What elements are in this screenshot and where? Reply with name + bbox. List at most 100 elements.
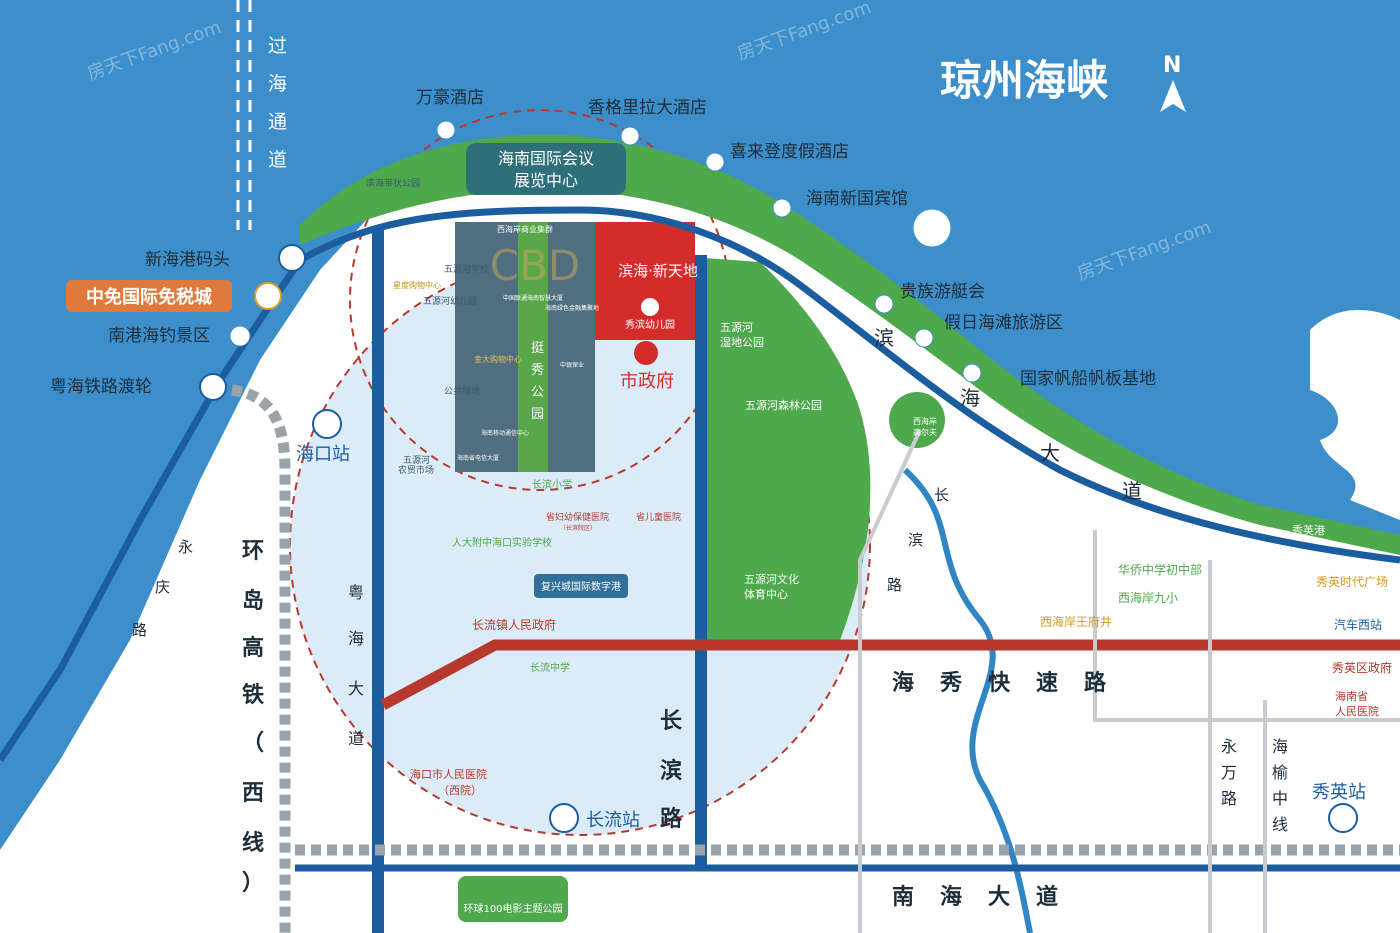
minor-roads [858,429,1400,933]
park-golf-2: 高尔夫 [913,427,937,437]
poi-market-2: 农贸市场 [398,464,434,476]
road-label-haixiu: 海 秀 快 速 路 [892,670,1107,696]
strait-road-label: 过 海 通 道 [268,35,287,171]
svg-text:永: 永 [1221,737,1237,756]
school-renda: 人大附中海口实验学校 [452,536,552,549]
river [902,467,1033,933]
svg-text:海: 海 [940,884,962,910]
duty-free-label: 中免国际免税城 [86,286,212,308]
svg-text:永: 永 [178,538,193,556]
svg-text:海: 海 [892,670,914,696]
park-forest: 五源河森林公园 [745,398,822,412]
hotel-icon [772,198,792,218]
svg-text:路: 路 [1084,670,1107,696]
poi-guest-house: 海南新国宾馆 [806,189,908,209]
city-hall-label: 市政府 [620,371,674,392]
star-icon [634,341,658,365]
svg-text:秀: 秀 [531,363,544,378]
hospital-child: 省儿童医院 [636,511,681,523]
pier-area [1310,310,1400,520]
poi-yacht-club: 贵族游艇会 [900,282,985,302]
sea-title: 琼州海峡 [940,56,1108,105]
tingxiu-park-label: 挺 秀 公 园 [531,341,544,422]
port-new-label: 新海港码头 [145,250,230,270]
cbd-intl-label: 中国联通海南智慧大厦 [503,294,563,302]
hotel-icon [962,363,982,383]
poi-kindergarten: 五源河幼儿园 [423,295,477,307]
road-label-yongwan: 永 万 路 [1221,737,1237,808]
svg-text:中: 中 [1272,789,1288,808]
fish-icon [229,325,251,347]
project-kindergarten: 秀滨幼儿园 [625,318,675,331]
svg-text:海: 海 [960,386,980,410]
haixiu-expressway [380,639,1400,710]
svg-text:（: （ [242,731,264,756]
park-golf-1: 西海岸 [913,416,937,426]
svg-text:快: 快 [988,671,1011,696]
svg-text:园: 园 [531,407,544,422]
coastal-green-belt [300,134,1400,556]
poi-star-mall: 星度购物中心 [393,280,441,290]
school-icon [641,298,659,316]
digital-port-box [534,574,628,598]
svg-text:粤: 粤 [348,583,364,602]
road-label-changbin-small: 长 滨 路 [887,486,949,594]
east-district-gov: 秀英区政府 [1332,660,1392,675]
cbd-letters: CBD [490,241,580,290]
convention-center-line2: 展览中心 [514,171,578,190]
east-wangfu: 西海岸王府井 [1040,614,1112,629]
svg-text:庆: 庆 [155,578,170,596]
park-sports-1: 五源河文化 [744,572,799,586]
duty-free-box [66,280,232,312]
svg-text:滨: 滨 [908,531,923,549]
hotel-icon [914,328,934,348]
poi-sailing-base: 国家帆船帆板基地 [1020,369,1156,389]
svg-text:长: 长 [660,709,683,734]
svg-text:高: 高 [242,635,264,661]
road-label-changbin: 长 滨 路 [660,709,683,832]
park-wetland-2: 湿地公园 [720,336,764,349]
svg-text:环: 环 [242,539,264,564]
svg-text:海: 海 [1272,737,1288,756]
hospital-mch: 省妇幼保健医院 [546,511,609,523]
svg-text:大: 大 [988,885,1010,910]
cbd-finance-label: 海南绿色金融集聚地 [545,304,599,312]
svg-text:道: 道 [268,149,287,171]
cbd-mall-label: 金大购物中心 [474,354,522,364]
svg-text:西: 西 [242,781,264,806]
compass-arrow-icon [1160,80,1186,112]
poi-school: 五源河学校 [444,263,489,275]
project-name: 滨海·新天地 [618,262,698,280]
changliu-gov-label: 长流镇人民政府 [472,617,556,632]
project-block [595,222,695,340]
poi-holiday-beach: 假日海滩旅游区 [944,313,1063,333]
cbd-telecom-label: 海南省电信大厦 [457,454,499,462]
svg-text:路: 路 [132,621,147,639]
haikou-station-label: 海口站 [296,444,350,465]
svg-text:海: 海 [348,629,364,648]
hospital-prov-2: 人民医院 [1335,704,1379,718]
hotel-icon [874,294,894,314]
svg-text:南: 南 [892,885,914,910]
road-label-haiyu: 海 榆 中 线 [1272,737,1288,834]
hotel-icon [620,126,640,146]
east-bus-west: 汽车西站 [1334,617,1382,632]
svg-text:榆: 榆 [1272,763,1288,782]
svg-text:公: 公 [531,385,544,400]
digital-port-label: 复兴城国际数字港 [541,580,621,593]
svg-text:道: 道 [1122,479,1142,503]
east-xiuying-plaza: 秀英时代广场 [1316,575,1388,589]
road-label-huanxiao: 环 岛 高 铁 （ 西 线 ） [242,539,264,896]
svg-text:铁: 铁 [242,682,264,708]
poi-wanhao: 万豪酒店 [416,87,484,108]
poi-market-1: 五源河 [403,454,430,466]
compass-label: N [1163,53,1181,78]
convention-center-box [466,143,626,195]
cbd-art-label: 中银保业 [560,361,584,369]
svg-text:线: 线 [242,830,264,856]
svg-text:过: 过 [268,35,287,57]
anchor-icon [278,244,306,272]
cbd-mobile-label: 海南移动通信中心 [481,429,529,437]
convention-center-line1: 海南国际会议 [498,149,594,168]
